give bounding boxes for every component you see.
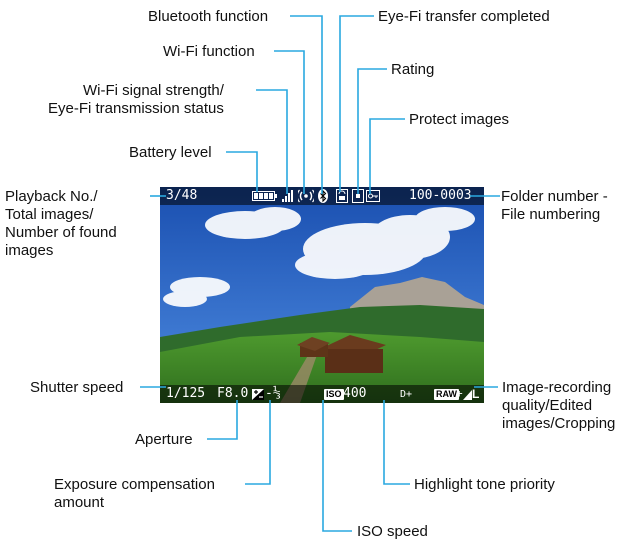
label-line: quality/Edited <box>502 397 593 414</box>
protect-key-icon <box>366 190 380 202</box>
label-eyefi-transfer-completed: Eye-Fi transfer completed <box>378 8 550 25</box>
label-line: Number of found <box>5 224 117 241</box>
exposure-compensation-value: -⅓ <box>265 386 281 401</box>
iso-badge: ISO <box>324 389 344 400</box>
wooden-hut <box>297 335 386 373</box>
leader-aperture <box>207 400 238 440</box>
raw-badge: RAW <box>434 389 459 400</box>
label-line: images <box>5 242 54 259</box>
leader-exposure-comp <box>245 400 271 485</box>
wifi-icon <box>298 189 314 203</box>
label-line: File numbering <box>501 206 601 223</box>
label-protect-images: Protect images <box>409 111 510 128</box>
label-iso-speed: ISO speed <box>357 523 428 540</box>
label-battery-level: Battery level <box>129 144 212 161</box>
exposure-compensation-icon <box>252 389 264 400</box>
bluetooth-icon <box>318 189 328 203</box>
aperture-value: F8.0 <box>217 386 249 401</box>
signal-bars-icon <box>282 190 293 202</box>
label-aperture: Aperture <box>135 431 193 448</box>
highlight-tone-value: D+ <box>400 389 413 400</box>
clouds <box>163 207 475 307</box>
label-highlight-tone-priority: Highlight tone priority <box>414 476 555 493</box>
jpeg-quality-icon <box>463 390 472 400</box>
leader-rating <box>357 68 387 194</box>
label-line: Exposure compensation <box>54 476 215 493</box>
label-line: Total images/ <box>5 206 94 223</box>
label-rating: Rating <box>391 61 435 78</box>
label-line: amount <box>54 494 105 511</box>
shutter-speed-value: 1/125 <box>166 386 206 401</box>
leader-protect <box>369 118 405 194</box>
battery-full-icon <box>252 191 277 201</box>
label-line: images/Cropping <box>502 415 616 432</box>
iso-value: 400 <box>343 386 367 401</box>
playback-screen: 3/48 100-0003 1/125 F8.0 <box>160 187 484 403</box>
label-line: Wi-Fi signal strength/ <box>83 82 224 99</box>
label-wifi-signal-strength: Wi-Fi signal strength/ Eye-Fi transmissi… <box>48 82 224 118</box>
leader-highlight <box>383 400 410 485</box>
quality-size: L <box>472 387 480 401</box>
label-line: Folder number - <box>501 188 608 205</box>
label-exposure-compensation: Exposure compensation amount <box>54 476 264 512</box>
label-image-quality: Image-recording quality/Edited images/Cr… <box>502 379 633 433</box>
playback-number: 3/48 <box>166 188 198 203</box>
bottom-info-bar <box>160 385 484 403</box>
label-bluetooth-function: Bluetooth function <box>148 8 269 25</box>
eyefi-icon <box>336 189 348 203</box>
label-playback-number: Playback No./ Total images/ Number of fo… <box>5 188 155 260</box>
label-line: Eye-Fi transmission status <box>48 100 224 117</box>
leader-eyefi-completed <box>339 15 374 192</box>
label-line: Playback No./ <box>5 188 98 205</box>
landscape-photo <box>160 187 484 403</box>
label-line: Image-recording <box>502 379 612 396</box>
quality-plus: + <box>456 387 463 400</box>
label-shutter-speed: Shutter speed <box>30 379 124 396</box>
leader-iso <box>322 400 352 532</box>
leader-bluetooth <box>290 15 323 194</box>
label-wifi-function: Wi-Fi function <box>163 43 255 60</box>
label-folder-file-number: Folder number - File numbering <box>501 188 631 224</box>
folder-file-number: 100-0003 <box>409 188 472 203</box>
leader-wifi <box>274 50 305 194</box>
leader-battery <box>226 151 258 192</box>
leader-signal <box>256 89 288 194</box>
